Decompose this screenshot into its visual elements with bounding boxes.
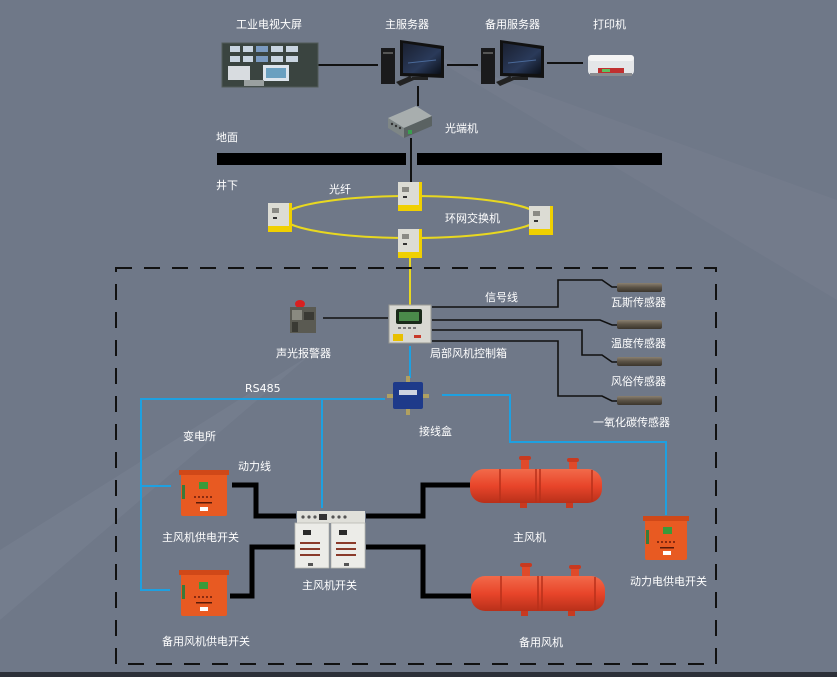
main-fan-label: 主风机 bbox=[513, 531, 546, 544]
backup-fan-label: 备用风机 bbox=[519, 636, 563, 649]
ground-label: 地面 bbox=[216, 131, 238, 144]
power-supply-switch-label: 动力电供电开关 bbox=[630, 575, 707, 588]
bottom-border bbox=[0, 672, 837, 677]
underground-label: 井下 bbox=[216, 179, 238, 192]
optical-transceiver-label: 光端机 bbox=[445, 122, 478, 135]
background-light-wedge bbox=[420, 50, 837, 300]
optical-transceiver-icon[interactable] bbox=[388, 106, 432, 138]
co-sensor-label: 一氧化碳传感器 bbox=[593, 416, 670, 429]
junction-box-icon[interactable] bbox=[387, 376, 429, 415]
signal-line-label: 信号线 bbox=[485, 291, 518, 304]
ground-barrier-right bbox=[417, 153, 662, 165]
fiber-label: 光纤 bbox=[329, 183, 351, 196]
local-area-boundary bbox=[115, 267, 717, 665]
co-sensor-icon[interactable] bbox=[617, 396, 662, 405]
junction-box-label: 接线盒 bbox=[419, 425, 452, 438]
printer-icon[interactable] bbox=[588, 55, 634, 76]
printer-label: 打印机 bbox=[593, 18, 626, 31]
main-fan-power-switch-label: 主风机供电开关 bbox=[162, 531, 239, 544]
ring-switch-bottom[interactable] bbox=[398, 229, 422, 258]
wind-sensor-label: 风俗传感器 bbox=[611, 375, 666, 388]
ring-switch-right[interactable] bbox=[529, 206, 553, 235]
ring-switch-label: 环网交换机 bbox=[445, 212, 500, 225]
power-supply-switch-icon[interactable] bbox=[643, 516, 689, 560]
local-fan-controller-icon[interactable] bbox=[388, 304, 432, 344]
power-line-backup-feed bbox=[230, 544, 296, 599]
power-line-label: 动力线 bbox=[238, 460, 271, 473]
ring-switch-left[interactable] bbox=[268, 203, 292, 232]
main-server-icon[interactable] bbox=[381, 40, 444, 86]
alarm-label: 声光报警器 bbox=[276, 347, 331, 360]
temperature-sensor-label: 温度传感器 bbox=[611, 337, 666, 350]
main-fan-power-switch-icon[interactable] bbox=[179, 470, 229, 516]
temperature-sensor-icon[interactable] bbox=[617, 320, 662, 329]
signal-line-gas bbox=[432, 279, 620, 308]
rs485-to-power-supply-switch bbox=[442, 394, 667, 515]
power-line-main-feed bbox=[232, 482, 296, 519]
video-wall-label: 工业电视大屏 bbox=[236, 18, 302, 31]
gas-sensor-label: 瓦斯传感器 bbox=[611, 296, 666, 309]
signal-line-co bbox=[432, 340, 620, 402]
main-fan-switch-icon[interactable] bbox=[294, 511, 366, 569]
ground-barrier-left bbox=[217, 153, 406, 165]
controller-label: 局部风机控制箱 bbox=[430, 347, 507, 360]
background-light-wedge bbox=[0, 355, 310, 620]
power-line-to-main-fan bbox=[366, 482, 470, 519]
ring-switch-top[interactable] bbox=[398, 182, 422, 211]
wind-sensor-icon[interactable] bbox=[617, 357, 662, 366]
rs485-label: RS485 bbox=[245, 382, 281, 395]
signal-line-wind bbox=[432, 329, 620, 363]
sound-light-alarm-icon[interactable] bbox=[290, 300, 316, 333]
main-server-label: 主服务器 bbox=[385, 18, 429, 31]
main-fan-switch-label: 主风机开关 bbox=[302, 579, 357, 592]
rs485-main-bus bbox=[140, 398, 385, 591]
video-wall-icon[interactable] bbox=[221, 42, 319, 88]
backup-server-icon[interactable] bbox=[481, 40, 544, 86]
backup-fan-power-switch-label: 备用风机供电开关 bbox=[162, 635, 250, 648]
power-line-to-backup-fan bbox=[366, 544, 472, 599]
substation-label: 变电所 bbox=[183, 430, 216, 443]
backup-fan-icon[interactable] bbox=[471, 563, 605, 616]
backup-fan-power-switch-icon[interactable] bbox=[179, 570, 229, 616]
backup-server-label: 备用服务器 bbox=[485, 18, 540, 31]
gas-sensor-icon[interactable] bbox=[617, 283, 662, 292]
signal-line-temperature bbox=[432, 319, 620, 326]
main-fan-icon[interactable] bbox=[470, 456, 602, 508]
